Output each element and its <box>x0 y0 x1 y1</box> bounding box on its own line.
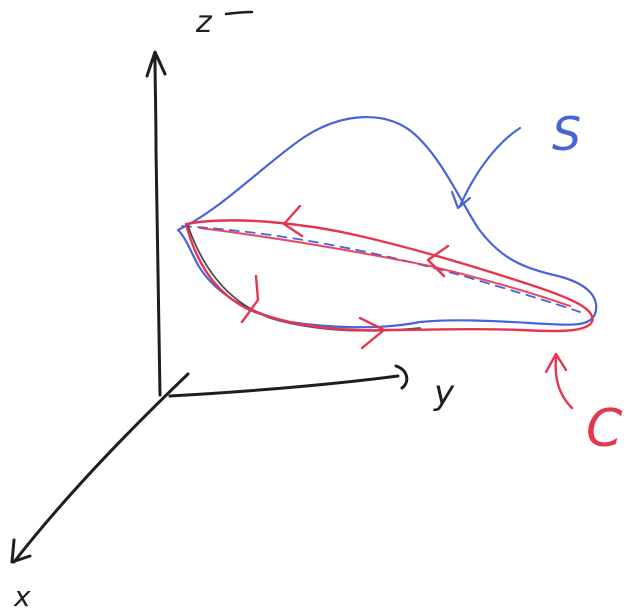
curve-inner-stroke <box>199 227 571 307</box>
curve-label-pointer <box>554 356 574 410</box>
curve-label: C <box>586 399 623 459</box>
surface-pointer-arrowhead <box>450 190 472 210</box>
surface-label-pointer <box>458 126 522 208</box>
surface-outline <box>176 116 598 329</box>
curve-arrow-bottom <box>358 316 386 350</box>
y-axis-label: y <box>433 373 455 413</box>
curve-loop <box>184 219 594 333</box>
x-axis-label: x <box>13 580 31 611</box>
x-axis-arrowhead <box>10 538 32 564</box>
z-axis-arrowhead <box>145 50 167 78</box>
curve-pointer-arrowhead <box>544 352 568 374</box>
y-axis <box>168 374 400 398</box>
curve-arrow-top-left <box>282 204 304 238</box>
surface-hidden-edge <box>181 225 581 313</box>
y-axis-arrowhead <box>394 364 409 390</box>
curve-arrow-top-mid <box>426 244 450 278</box>
z-axis-label: z <box>195 5 213 40</box>
z-axis <box>153 56 162 397</box>
curve-arrow-left <box>240 274 260 324</box>
x-axis <box>12 372 190 564</box>
boundary-curve-c: C <box>184 204 623 459</box>
surface-label: S <box>552 107 581 161</box>
z-label-bar <box>224 10 254 16</box>
axes: z y x <box>10 5 455 611</box>
